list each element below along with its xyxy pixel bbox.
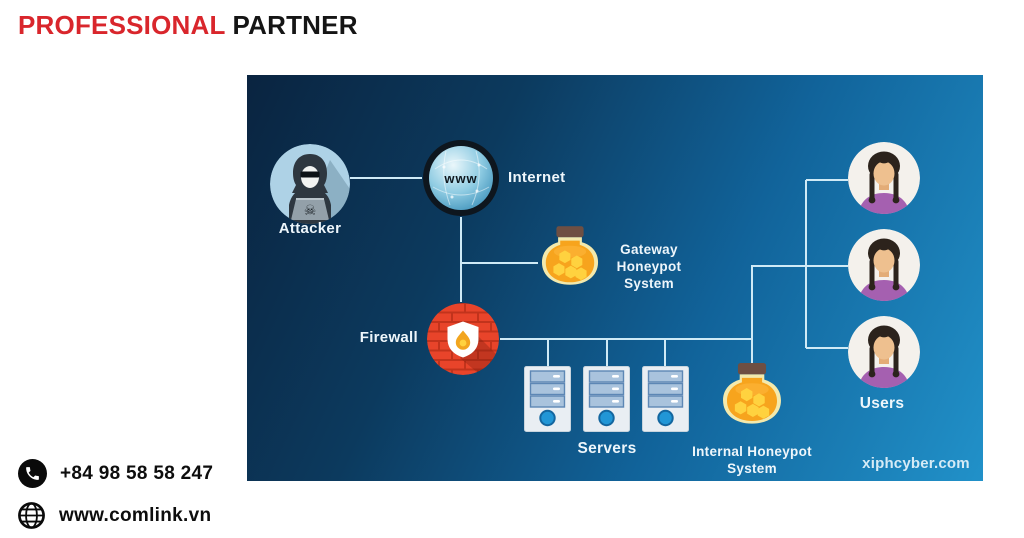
users-node bbox=[848, 142, 920, 219]
servers-label: Servers bbox=[577, 440, 637, 457]
users-node-3 bbox=[848, 316, 920, 393]
internet-globe-icon: www bbox=[423, 140, 499, 216]
servers-node: Servers bbox=[524, 365, 690, 457]
contact-phone-row: +84 98 58 58 247 bbox=[18, 459, 213, 488]
internet-label: Internet bbox=[508, 169, 566, 186]
connector-lines bbox=[350, 177, 848, 366]
network-diagram-panel: ☠ Attacker bbox=[247, 75, 983, 481]
users-label: Users bbox=[859, 395, 905, 412]
logo-first-word: PROFESSIONAL bbox=[18, 10, 226, 40]
watermark-text: xiphcyber.com bbox=[862, 455, 970, 472]
contact-website-row: www.comlink.vn bbox=[17, 501, 211, 530]
firewall-label: Firewall bbox=[359, 329, 418, 346]
phone-number: +84 98 58 58 247 bbox=[60, 462, 214, 484]
skull-icon: ☠ bbox=[304, 202, 317, 218]
phone-icon bbox=[18, 459, 47, 488]
user-avatar-icon-2 bbox=[848, 229, 920, 301]
website-url: www.comlink.vn bbox=[59, 504, 212, 526]
logo-second-word: PARTNER bbox=[232, 10, 358, 40]
internet-node: www Internet bbox=[422, 139, 565, 222]
servers-icon bbox=[524, 365, 690, 433]
user-avatar-icon-3 bbox=[848, 316, 920, 388]
attacker-node: ☠ Attacker bbox=[270, 144, 350, 237]
firewall-icon bbox=[427, 303, 499, 375]
attacker-icon: ☠ bbox=[270, 144, 350, 224]
attacker-label: Attacker bbox=[278, 220, 342, 237]
user-avatar-icon-1 bbox=[848, 142, 920, 214]
www-text: www bbox=[443, 171, 477, 186]
users-node-2 bbox=[848, 229, 920, 306]
internal-honeypot-node: Internal Honeypot System bbox=[692, 363, 812, 476]
internal-honeypot-icon bbox=[715, 363, 789, 435]
firewall-node: Firewall bbox=[360, 302, 500, 381]
gateway-honeypot-label: Gateway Honeypot System bbox=[616, 242, 682, 291]
globe-icon bbox=[17, 501, 46, 530]
internal-honeypot-label: Internal Honeypot System bbox=[692, 444, 812, 476]
gateway-honeypot-node: Gateway Honeypot System bbox=[536, 225, 681, 302]
